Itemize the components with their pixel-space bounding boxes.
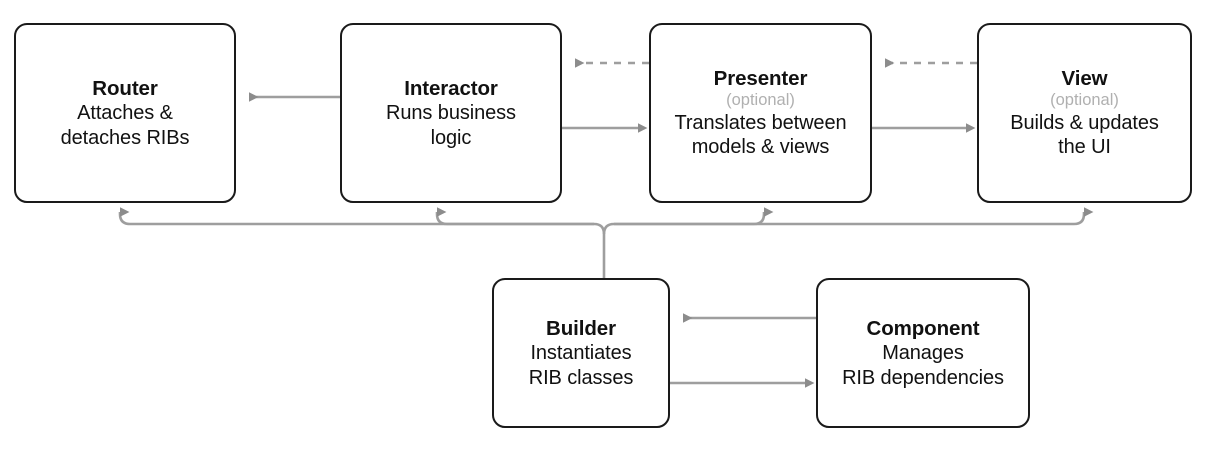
node-router-description: Attaches & detaches RIBs — [60, 102, 190, 149]
edge-builder-to-view — [614, 207, 1094, 226]
node-view-description: Builds & updates the UI — [1010, 111, 1159, 159]
node-component-description: Manages RIB dependencies — [842, 342, 1004, 389]
node-presenter-optional-label: (optional) — [726, 91, 795, 110]
node-view[interactable]: View (optional) Builds & updates the UI — [977, 23, 1192, 203]
node-router-title: Router — [92, 77, 158, 101]
node-router[interactable]: Router Attaches & detaches RIBs — [14, 23, 236, 203]
node-interactor-description: Runs business logic — [386, 102, 516, 149]
node-interactor-title: Interactor — [404, 77, 498, 101]
node-interactor[interactable]: Interactor Runs business logic — [340, 23, 562, 203]
node-component[interactable]: Component Manages RIB dependencies — [816, 278, 1030, 428]
edge-builder-to-router — [118, 207, 594, 226]
edge-builder-to-interactor — [435, 207, 594, 226]
node-builder[interactable]: Builder Instantiates RIB classes — [492, 278, 670, 428]
node-presenter-title: Presenter — [713, 67, 808, 91]
node-view-optional-label: (optional) — [1050, 91, 1119, 110]
edge-builder-to-presenter — [614, 207, 774, 226]
edge-bus-corner-left — [593, 222, 606, 235]
node-presenter[interactable]: Presenter (optional) Translates between … — [649, 23, 872, 203]
node-component-title: Component — [866, 317, 980, 341]
node-presenter-description: Translates between models & views — [674, 111, 847, 159]
node-builder-description: Instantiates RIB classes — [528, 342, 634, 389]
node-view-title: View — [1061, 67, 1108, 91]
node-builder-title: Builder — [546, 317, 616, 341]
edge-bus-corner-right — [602, 222, 615, 235]
